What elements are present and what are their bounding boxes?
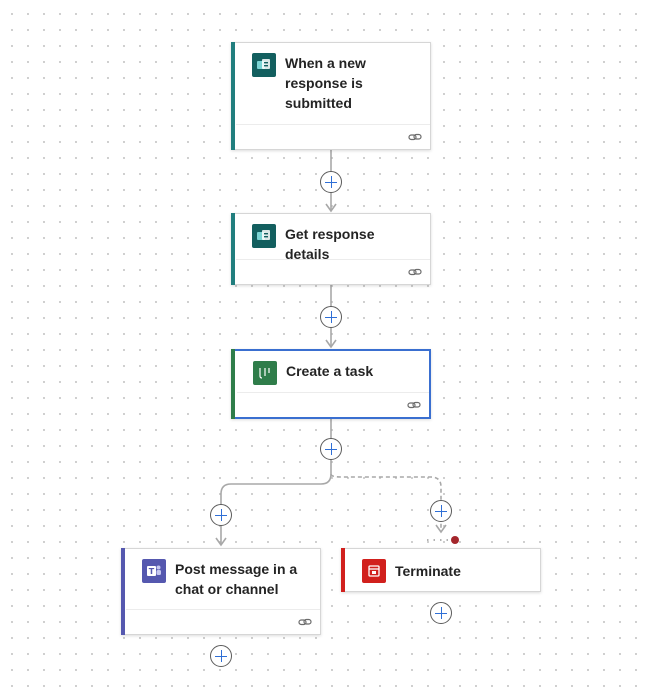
link-icon[interactable] — [408, 130, 422, 144]
card-title: Post message in a chat or channel — [175, 561, 298, 597]
create-task-card[interactable]: Create a task — [231, 349, 431, 419]
add-step-button[interactable] — [430, 500, 452, 522]
run-after-indicator — [451, 536, 459, 544]
link-icon[interactable] — [407, 398, 421, 412]
add-step-button[interactable] — [210, 504, 232, 526]
add-step-button[interactable] — [210, 645, 232, 667]
card-accent — [231, 42, 235, 150]
post-message-card[interactable]: T Post message in a chat or channel — [121, 548, 321, 635]
card-footer — [236, 259, 430, 284]
link-icon[interactable] — [408, 265, 422, 279]
forms-icon — [252, 53, 276, 77]
card-title: Terminate — [395, 563, 461, 579]
forms-icon — [252, 224, 276, 248]
card-footer — [126, 609, 320, 634]
add-step-button[interactable] — [320, 438, 342, 460]
card-title: Get response details — [285, 226, 375, 262]
card-accent — [231, 349, 235, 419]
teams-icon: T — [142, 559, 166, 583]
card-title: Create a task — [286, 363, 374, 379]
svg-text:T: T — [149, 567, 155, 576]
get-response-details-card[interactable]: Get response details — [231, 213, 431, 285]
terminate-card[interactable]: Terminate — [341, 548, 541, 592]
planner-icon — [253, 361, 277, 385]
terminate-icon — [362, 559, 386, 583]
card-title: When a new response is submitted — [285, 55, 366, 111]
card-footer — [237, 392, 429, 417]
card-accent — [341, 548, 345, 592]
link-icon[interactable] — [298, 615, 312, 629]
add-step-button[interactable] — [320, 306, 342, 328]
card-accent — [121, 548, 125, 635]
trigger-card[interactable]: When a new response is submitted — [231, 42, 431, 150]
add-step-button[interactable] — [320, 171, 342, 193]
card-accent — [231, 213, 235, 285]
card-footer — [236, 124, 430, 149]
add-step-button[interactable] — [430, 602, 452, 624]
